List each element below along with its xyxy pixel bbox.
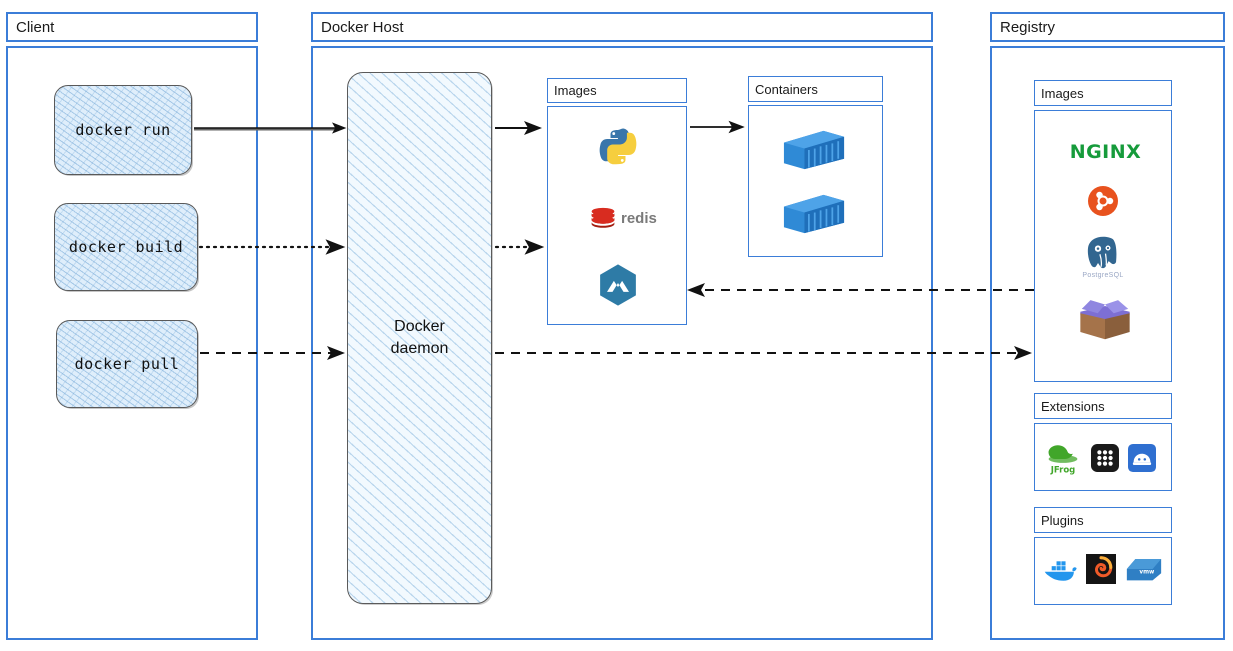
- host-containers-body: [748, 105, 883, 257]
- nginx-logo: NGINX: [1069, 141, 1142, 163]
- daemon-label-line1: Docker: [394, 318, 445, 336]
- blue-dome-icon: [1128, 444, 1156, 472]
- grid-dots-icon: [1091, 444, 1119, 472]
- grafana-logo: [1086, 554, 1116, 584]
- vmware-logo: vmw: [1124, 554, 1164, 584]
- svg-text:JFrog: JFrog: [1050, 466, 1076, 476]
- vmware-label: vmw: [1139, 569, 1155, 575]
- container-icon: [781, 190, 847, 238]
- registry-extensions-title: Extensions: [1034, 393, 1172, 419]
- host-containers-title: Containers: [748, 76, 883, 102]
- redis-logo: redis: [590, 205, 700, 231]
- command-box-docker-pull[interactable]: docker pull: [56, 320, 198, 408]
- panel-title-registry: Registry: [990, 12, 1225, 42]
- ubuntu-logo: [1087, 185, 1119, 217]
- redis-label: redis: [621, 209, 657, 227]
- panel-title-client: Client: [6, 12, 258, 42]
- package-box-icon: [1076, 295, 1134, 343]
- daemon-label-line2: daemon: [390, 340, 449, 357]
- docker-whale-logo: [1042, 556, 1078, 586]
- hexagon-mountain-logo: [597, 263, 639, 307]
- command-box-docker-build[interactable]: docker build: [54, 203, 198, 291]
- postgresql-logo: PostgreSQL: [1081, 234, 1125, 284]
- registry-plugins-title: Plugins: [1034, 507, 1172, 533]
- python-logo: [597, 126, 639, 168]
- panel-title-docker-host: Docker Host: [311, 12, 933, 42]
- jfrog-logo: JFrog: [1043, 442, 1083, 476]
- command-box-docker-run[interactable]: docker run: [54, 85, 192, 175]
- registry-images-title: Images: [1034, 80, 1172, 106]
- container-icon: [781, 126, 847, 174]
- docker-daemon-box[interactable]: Docker daemon: [347, 72, 492, 604]
- host-images-title: Images: [547, 78, 687, 103]
- postgresql-label: PostgreSQL: [1082, 272, 1124, 279]
